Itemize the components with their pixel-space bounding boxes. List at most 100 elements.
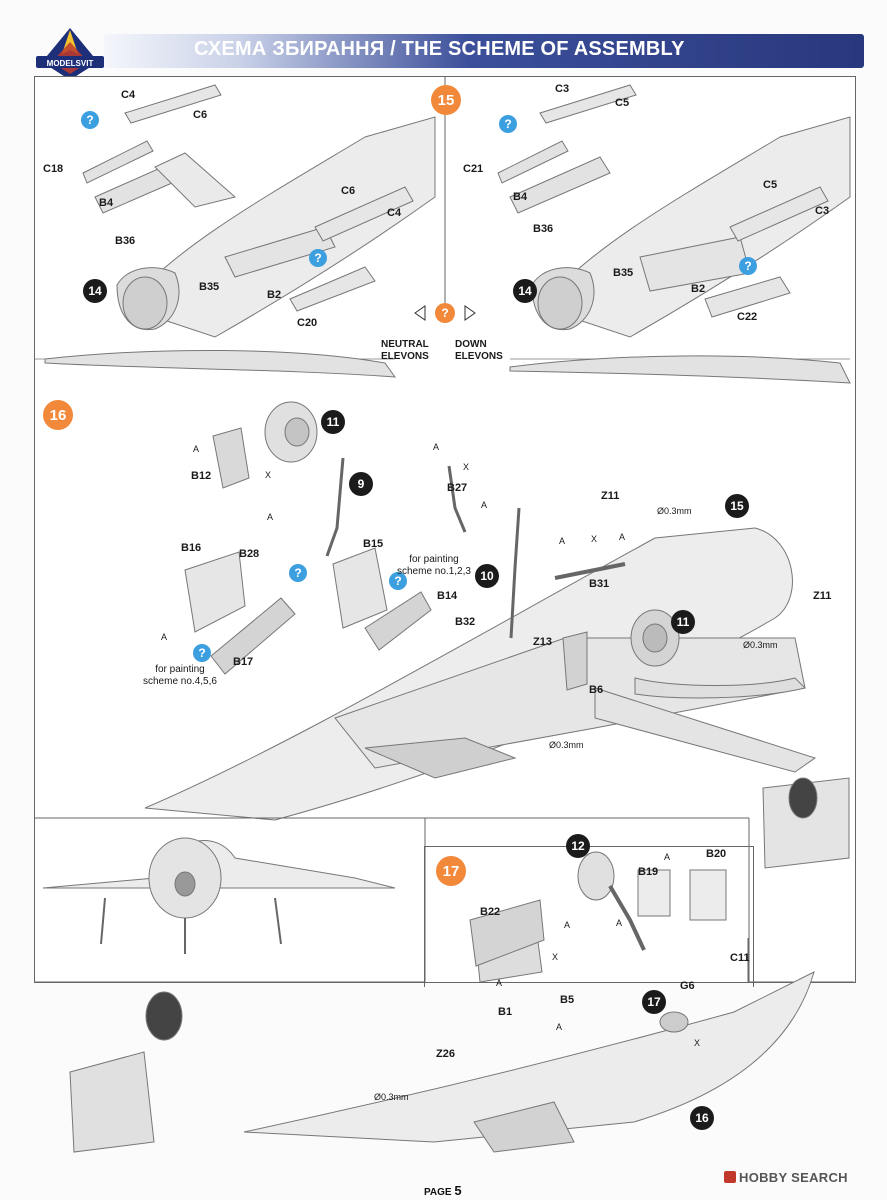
- part-label: B31: [589, 578, 610, 590]
- main-aircraft-drawing: [35, 401, 850, 982]
- part-label: B35: [199, 281, 220, 293]
- paint-code: A: [619, 532, 626, 542]
- help-icon: ?: [193, 644, 211, 662]
- sub-ref-12: 12: [566, 834, 590, 858]
- step-number-16: 16: [43, 400, 73, 430]
- part-label: B12: [191, 470, 212, 482]
- part-label: Z11: [813, 590, 832, 602]
- header: MODELSVIT СХЕМА ЗБИРАННЯ / THE SCHEME OF…: [14, 22, 874, 80]
- part-label: C21: [463, 163, 484, 175]
- help-icon: ?: [499, 115, 517, 133]
- part-label: B17: [233, 656, 254, 668]
- elevon-arrows-icon: [414, 305, 476, 321]
- part-label: B19: [638, 866, 659, 878]
- panel-step-15: 15 14 ? ? C4 C6 C18 B4 B36 C6 C4 B35 B2 …: [34, 76, 856, 390]
- header-bar: [104, 34, 864, 68]
- sub-ref-14-left: 14: [83, 279, 107, 303]
- page-number: PAGE 5: [424, 1183, 462, 1198]
- part-label: C6: [193, 109, 208, 121]
- paint-code: A: [559, 536, 566, 546]
- sub-ref-16: 16: [690, 1106, 714, 1130]
- sub-ref-14-right: 14: [513, 279, 537, 303]
- wire-diameter: Ø0.3mm: [657, 506, 692, 516]
- help-icon: ?: [309, 249, 327, 267]
- step-number-15: 15: [431, 85, 461, 115]
- page-title: СХЕМА ЗБИРАННЯ / THE SCHEME OF ASSEMBLY: [194, 38, 685, 60]
- part-label: B6: [589, 684, 604, 696]
- sub-ref-9: 9: [349, 472, 373, 496]
- part-label: B32: [455, 616, 476, 628]
- part-label: B36: [533, 223, 554, 235]
- hobby-search-logo-icon: [724, 1171, 736, 1183]
- part-label: B22: [480, 906, 501, 918]
- part-label: Z11: [601, 490, 620, 502]
- panel-15-divider: [444, 77, 446, 307]
- right-aircraft-drawing: [497, 84, 851, 384]
- sub-ref-11-right: 11: [671, 610, 695, 634]
- part-label: C20: [297, 317, 318, 329]
- sub-ref-17: 17: [642, 990, 666, 1014]
- part-label: B4: [513, 191, 528, 203]
- part-label: C4: [387, 207, 402, 219]
- part-label: B35: [613, 267, 634, 279]
- paint-code: A: [193, 444, 200, 454]
- help-icon: ?: [739, 257, 757, 275]
- part-label: B2: [267, 289, 282, 301]
- logo-text: MODELSVIT: [47, 59, 94, 68]
- left-aircraft-drawing: [35, 84, 436, 378]
- part-label: C3: [555, 83, 570, 95]
- part-label: B20: [706, 848, 727, 860]
- door-b22-drawing: [469, 899, 545, 967]
- part-label: B27: [447, 482, 468, 494]
- help-icon: ?: [389, 572, 407, 590]
- paint-code: A: [496, 978, 503, 988]
- part-label: B4: [99, 197, 114, 209]
- wire-diameter: Ø0.3mm: [743, 640, 778, 650]
- paint-code: A: [433, 442, 440, 452]
- paint-code: A: [664, 852, 671, 862]
- help-icon: ?: [289, 564, 307, 582]
- paint-code: A: [616, 918, 623, 928]
- watermark: HOBBY SEARCH: [724, 1170, 848, 1185]
- part-label: B5: [560, 994, 575, 1006]
- bottom-drawing: [34, 911, 854, 1153]
- part-label: Z26: [436, 1048, 455, 1060]
- paint-code: A: [267, 512, 274, 522]
- panel-17-gear-drawing: [577, 851, 727, 951]
- part-label: C18: [43, 163, 64, 175]
- paint-code: X: [694, 1038, 701, 1048]
- elevon-help-icon: ?: [435, 303, 455, 323]
- part-label: C4: [121, 89, 136, 101]
- part-label: B36: [115, 235, 136, 247]
- sub-ref-15: 15: [725, 494, 749, 518]
- part-label: B28: [239, 548, 260, 560]
- sub-ref-10: 10: [475, 564, 499, 588]
- paint-code: A: [161, 632, 168, 642]
- paint-code: A: [556, 1022, 563, 1032]
- part-label: B2: [691, 283, 706, 295]
- wire-diameter: Ø0.3mm: [374, 1092, 409, 1102]
- paint-code: X: [552, 952, 559, 962]
- sub-ref-11: 11: [321, 410, 345, 434]
- part-label: C3: [815, 205, 830, 217]
- help-icon: ?: [81, 111, 99, 129]
- modelsvit-logo-icon: MODELSVIT: [36, 28, 104, 80]
- part-label: C11: [730, 952, 750, 964]
- part-label: G6: [680, 980, 695, 992]
- paint-code: A: [481, 500, 488, 510]
- paint-code: A: [564, 920, 571, 930]
- paint-code: X: [463, 462, 470, 472]
- wire-diameter: Ø0.3mm: [549, 740, 584, 750]
- part-label: B1: [498, 1006, 513, 1018]
- part-label: B14: [437, 590, 458, 602]
- part-label: C5: [763, 179, 778, 191]
- step-number-17: 17: [436, 856, 466, 886]
- part-label: Z13: [533, 636, 552, 648]
- part-label: B16: [181, 542, 202, 554]
- part-label: C5: [615, 97, 630, 109]
- paint-code: X: [591, 534, 598, 544]
